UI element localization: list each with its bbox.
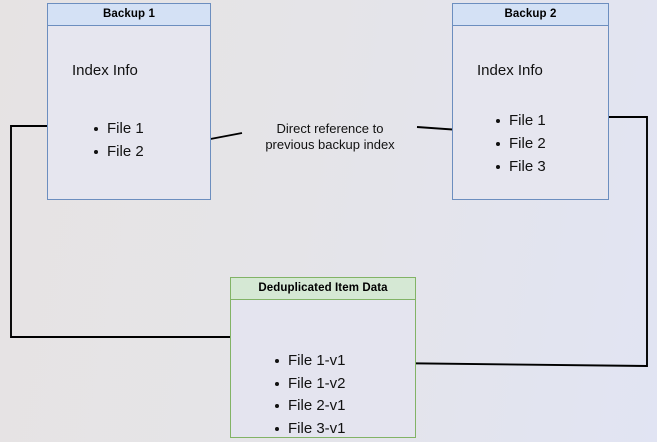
backup-1-index-info-label: Index Info bbox=[72, 62, 138, 79]
node-deduplicated-item-data[interactable]: Deduplicated Item Data File 1-v1 File 1-… bbox=[230, 277, 416, 438]
edge-label-line-1: Direct reference to bbox=[276, 121, 384, 136]
node-backup-2[interactable]: Backup 2 Index Info File 1 File 2 File 3 bbox=[452, 3, 609, 200]
backup-1-file-list: File 1 File 2 bbox=[94, 117, 144, 163]
node-backup-1-header: Backup 1 bbox=[48, 4, 210, 26]
list-item: File 3 bbox=[496, 155, 546, 178]
node-backup-1-body: Index Info File 1 File 2 bbox=[48, 26, 210, 199]
node-deduplicated-item-data-header: Deduplicated Item Data bbox=[231, 278, 415, 300]
list-item: File 2 bbox=[94, 140, 144, 163]
list-item: File 1-v1 bbox=[275, 350, 346, 373]
list-item: File 2 bbox=[496, 132, 546, 155]
backup-2-file-list: File 1 File 2 File 3 bbox=[496, 109, 546, 178]
node-backup-2-body: Index Info File 1 File 2 File 3 bbox=[453, 26, 608, 199]
dedup-file-list: File 1-v1 File 1-v2 File 2-v1 File 3-v1 bbox=[275, 350, 346, 440]
list-item: File 2-v1 bbox=[275, 395, 346, 418]
backup-2-index-info-label: Index Info bbox=[477, 62, 543, 79]
node-backup-2-header: Backup 2 bbox=[453, 4, 608, 26]
list-item: File 1 bbox=[496, 109, 546, 132]
node-backup-1[interactable]: Backup 1 Index Info File 1 File 2 bbox=[47, 3, 211, 200]
edge-label-line-2: previous backup index bbox=[265, 137, 395, 152]
node-deduplicated-item-data-body: File 1-v1 File 1-v2 File 2-v1 File 3-v1 bbox=[231, 300, 415, 437]
list-item: File 3-v1 bbox=[275, 418, 346, 441]
list-item: File 1-v2 bbox=[275, 373, 346, 396]
edge-label-direct-reference: Direct reference to previous backup inde… bbox=[245, 121, 415, 153]
list-item: File 1 bbox=[94, 117, 144, 140]
